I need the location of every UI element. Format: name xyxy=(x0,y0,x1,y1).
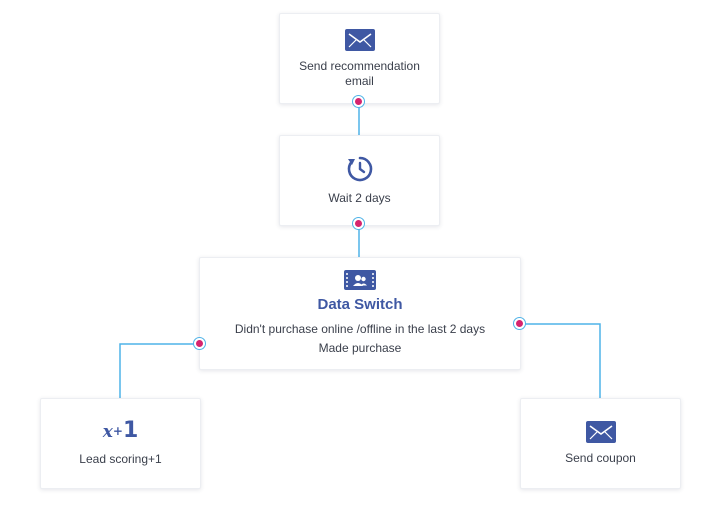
port-switch-right-out[interactable] xyxy=(514,318,525,329)
switch-condition-made-purchase: Made purchase xyxy=(318,340,402,355)
connector-switch-to-lead xyxy=(119,343,199,398)
node-send-coupon[interactable]: Send coupon xyxy=(520,398,681,489)
score-badge-x: x xyxy=(102,422,113,442)
envelope-icon xyxy=(585,421,616,443)
node-wait[interactable]: Wait 2 days xyxy=(279,135,440,226)
node-label: Lead scoring+1 xyxy=(79,452,162,466)
data-switch-title: Data Switch xyxy=(317,295,403,313)
port-switch-left-out[interactable] xyxy=(194,338,205,349)
envelope-icon xyxy=(344,28,375,51)
node-label: Send recommendation email xyxy=(299,58,420,88)
port-email-out[interactable] xyxy=(353,96,364,107)
timer-icon xyxy=(347,156,372,182)
score-plus-one-icon: x+1 xyxy=(103,420,139,444)
score-badge-plus: + xyxy=(112,424,123,438)
switch-condition-no-purchase: Didn't purchase online /offline in the l… xyxy=(234,321,486,336)
node-data-switch[interactable]: Data Switch Didn't purchase online /offl… xyxy=(199,257,521,370)
node-send-recommendation-email[interactable]: Send recommendation email xyxy=(279,13,440,104)
contact-card-icon xyxy=(344,269,376,290)
port-wait-out[interactable] xyxy=(353,218,364,229)
node-label: Send coupon xyxy=(565,451,636,465)
node-lead-scoring[interactable]: x+1 Lead scoring+1 xyxy=(40,398,201,489)
node-label: Wait 2 days xyxy=(328,191,391,205)
score-badge-one: 1 xyxy=(122,418,139,443)
connector-switch-to-coupon xyxy=(520,323,601,398)
